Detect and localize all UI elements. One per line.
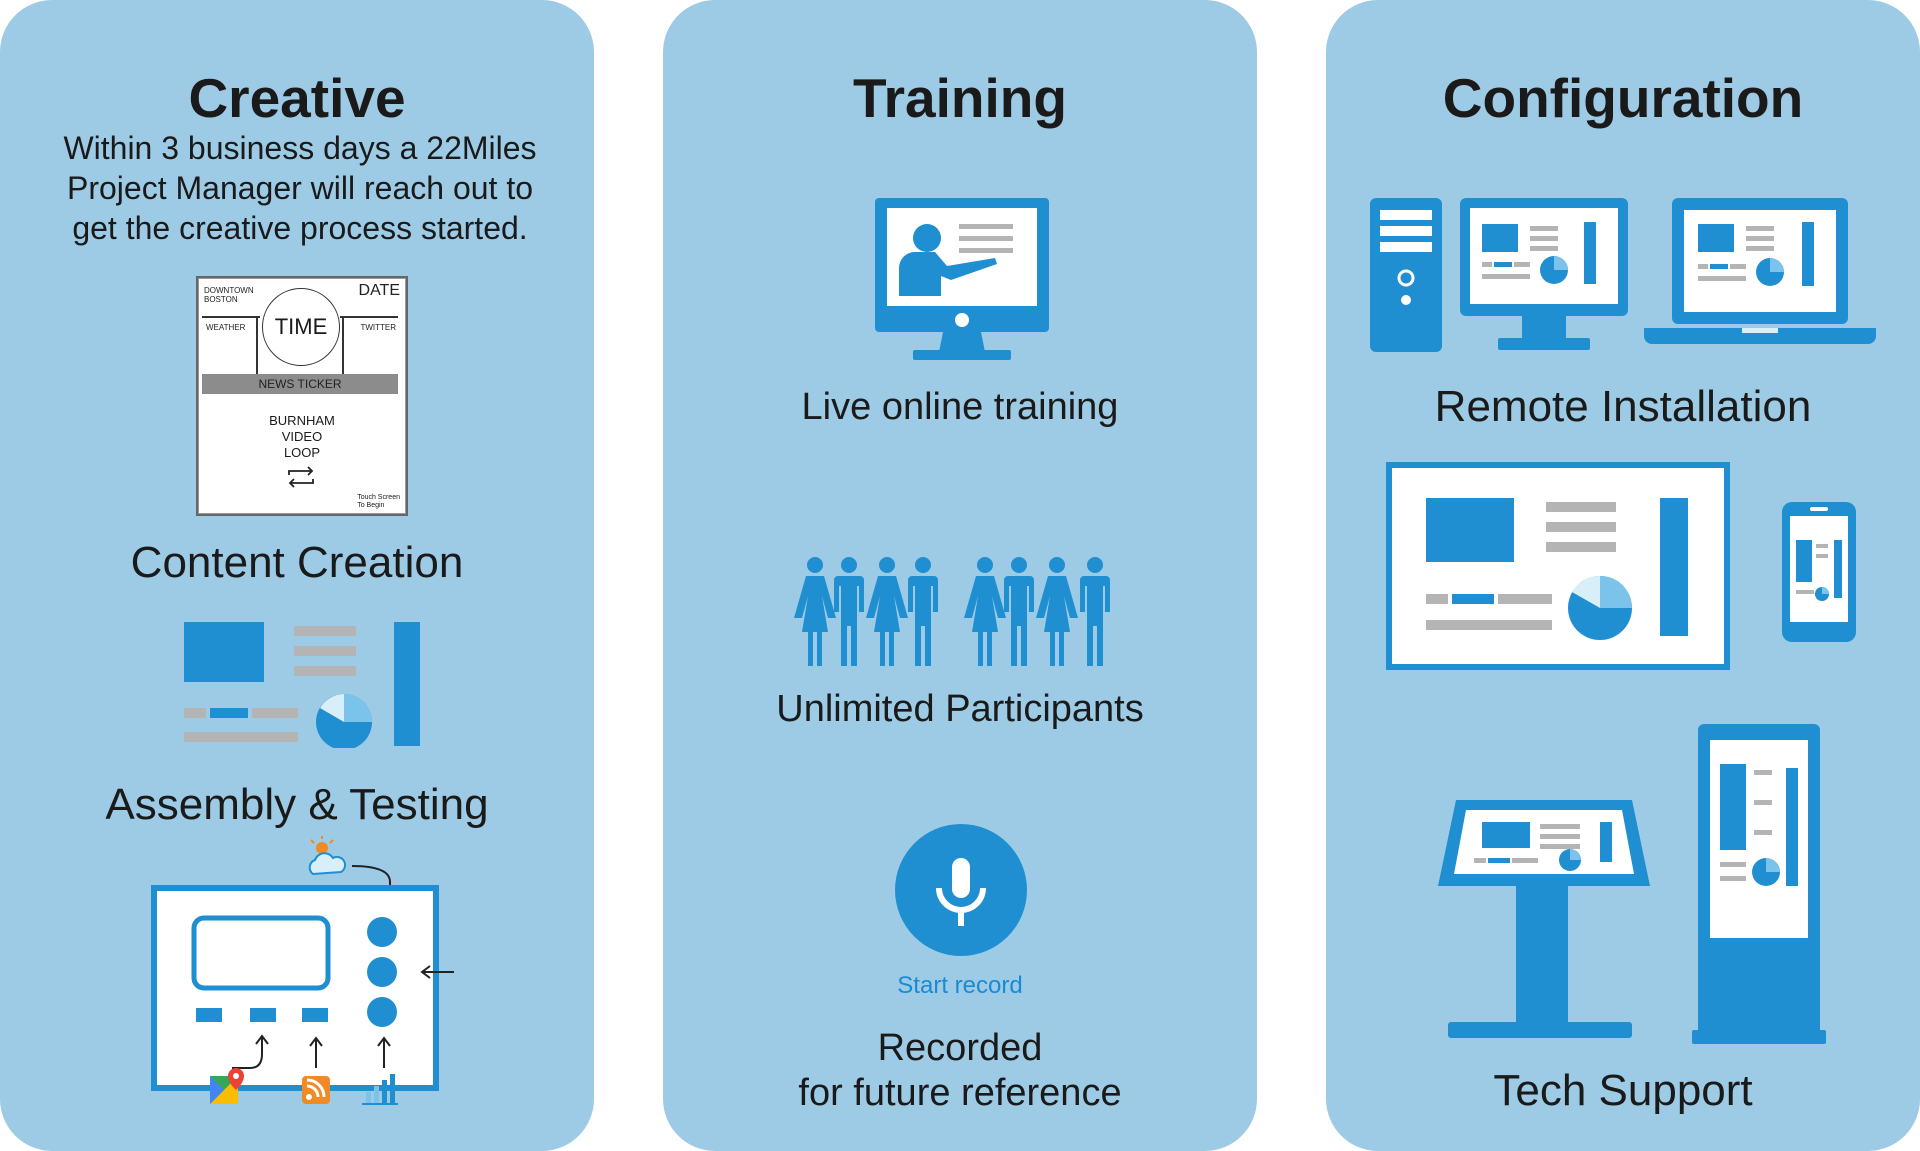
mockup-loop-line-1: BURNHAM [269,413,335,428]
kiosk-stand-icon [1438,800,1650,1038]
rss-icon [302,1076,330,1104]
people-group-icon [794,557,1110,666]
phone-icon [1782,502,1856,642]
dashboard-layout-icon [184,622,420,748]
kiosk-wireframe-icon [151,836,454,1105]
remote-installation-label: Remote Installation [1434,382,1812,431]
weather-icon [308,836,347,876]
configuration-title: Configuration [1442,67,1804,129]
tech-support-label: Tech Support [1493,1066,1753,1115]
creative-intro-line-3: get the creative process started. [72,210,528,246]
desktop-tower-icon [1370,198,1442,352]
recorded-line-1: Recorded [877,1027,1043,1069]
mockup-touch-line-1: Touch Screen [357,494,400,501]
loop-icon [288,466,314,488]
mockup-divider [342,316,344,374]
mockup-twitter: TWITTER [360,323,396,332]
recorded-line-2: for future reference [798,1072,1122,1114]
mockup-ticker: NEWS TICKER [202,374,398,394]
mockup-weather: WEATHER [206,323,246,332]
assembly-testing-label: Assembly & Testing [105,780,489,829]
mockup-divider [202,316,260,318]
tall-kiosk-icon [1692,724,1826,1044]
layout-mockup-icon: DOWNTOWN BOSTON DATE WEATHER TIME TWITTE… [196,276,408,516]
mockup-location-line-1: DOWNTOWN [204,286,254,295]
creative-intro: Within 3 business days a 22Miles Project… [30,128,570,248]
mockup-time: TIME [262,288,340,366]
start-record-button[interactable]: Start record [897,972,1023,999]
mockup-touch-prompt: Touch Screen To Begin [357,494,400,510]
chart-icon [362,1074,398,1105]
configuration-panel: Configuration [1326,0,1920,1151]
mockup-loop-line-3: LOOP [283,445,321,460]
training-panel: Training Live online training [663,0,1257,1151]
microphone-icon[interactable] [895,824,1027,956]
recorded-label: Recorded for future reference [663,1026,1257,1116]
mockup-loop-line-2: VIDEO [281,429,323,444]
mockup-location-line-2: BOSTON [204,295,238,304]
laptop-icon [1644,198,1876,344]
maps-icon [210,1068,244,1104]
creative-intro-line-2: Project Manager will reach out to [67,170,533,206]
content-creation-label: Content Creation [130,538,464,587]
creative-panel: Creative Within 3 business days a 22Mile… [0,0,594,1151]
creative-intro-line-1: Within 3 business days a 22Miles [63,130,537,166]
live-training-label: Live online training [801,386,1119,428]
presentation-monitor-icon [875,198,1049,360]
mockup-touch-line-2: To Begin [357,502,385,509]
mockup-date: DATE [358,282,400,299]
unlimited-participants-label: Unlimited Participants [776,688,1144,730]
mockup-divider [256,316,258,374]
training-title: Training [853,67,1067,129]
large-display-icon [1386,462,1730,670]
mockup-divider [340,316,398,318]
monitor-icon [1460,198,1628,350]
creative-title: Creative [188,67,406,129]
mockup-video-loop: BURNHAM VIDEO LOOP [198,413,406,461]
